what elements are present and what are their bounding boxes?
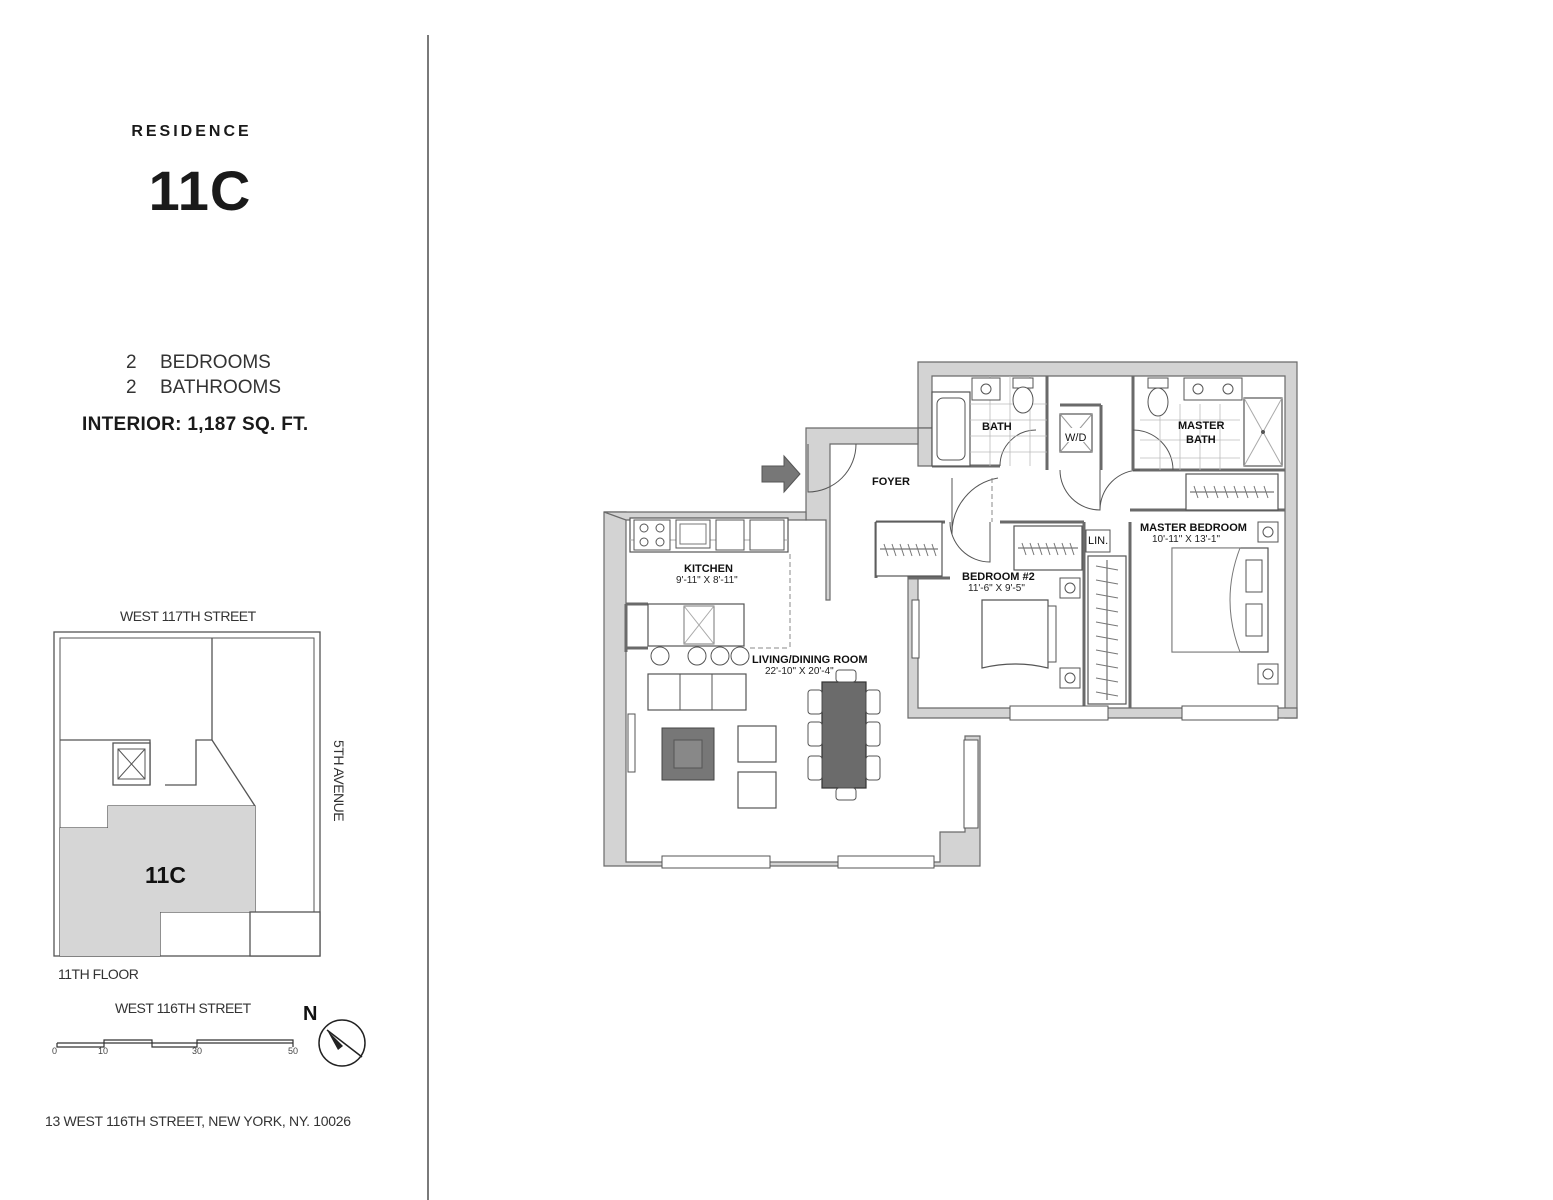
room-dim-kitchen: 9'-11" X 8'-11": [676, 575, 738, 586]
linen-closet: [1085, 529, 1111, 553]
kitchen-sink-icon: [675, 519, 711, 549]
residence-label: RESIDENCE: [131, 123, 252, 140]
window: [661, 705, 1279, 869]
north-street-label: WEST 117TH STREET: [120, 608, 256, 624]
exterior-wall: [917, 427, 933, 467]
sofa: [647, 673, 747, 711]
scale-tick-0: 0: [52, 1046, 58, 1056]
entry-door: [807, 443, 857, 493]
closet: [1185, 473, 1279, 511]
south-street-label: WEST 116TH STREET: [115, 1000, 251, 1016]
bed-bedroom2: [981, 599, 1057, 669]
armchair: [737, 725, 777, 809]
room-dim-master-bedroom: 10'-11" X 13'-1": [1152, 534, 1220, 545]
closet: [1013, 525, 1083, 571]
tv-bedroom2: [911, 599, 920, 659]
building-address: 13 WEST 116TH STREET, NEW YORK, NY. 1002…: [45, 1113, 351, 1129]
bathroom-count: 2: [126, 377, 137, 398]
dining-chairs: [807, 669, 881, 801]
room-dim-bedroom2: 11'-6" X 9'-5": [968, 583, 1025, 594]
shower-icon: [1243, 397, 1283, 467]
refrigerator: [749, 519, 785, 551]
unit-11c-fill: [60, 806, 255, 956]
elevator-icon: [112, 742, 151, 786]
tv: [627, 713, 636, 773]
bedroom-count-row: 2 BEDROOMS: [126, 352, 271, 374]
master-bath-door: [1132, 429, 1174, 471]
bathroom-count-row: 2 BATHROOMS: [126, 377, 281, 399]
floor-label: 11TH FLOOR: [58, 966, 139, 982]
double-sink-icon: [1183, 377, 1243, 401]
room-label-foyer: FOYER: [872, 476, 910, 488]
bedroom-label: BEDROOMS: [160, 352, 271, 373]
closet: [1087, 555, 1127, 705]
room-label-master-bedroom: MASTER BEDROOM: [1140, 522, 1247, 534]
bed-master: [1171, 547, 1269, 653]
room-label-living: LIVING/DINING ROOM: [752, 654, 868, 666]
room-label-bath: BATH: [982, 421, 1012, 433]
bath-door: [999, 429, 1037, 467]
room-label-kitchen: KITCHEN: [684, 563, 733, 575]
key-plan-terrace: [249, 911, 321, 957]
panel-divider: [427, 35, 429, 1200]
toilet-icon: [1012, 377, 1034, 414]
master-bedroom-door: [1099, 469, 1141, 511]
dining-table: [821, 681, 867, 789]
exterior-wall: [805, 427, 919, 601]
nightstand: [1257, 521, 1279, 685]
nightstand: [1059, 577, 1081, 689]
scale-tick-10: 10: [98, 1046, 109, 1056]
scale-bar: [56, 1039, 294, 1048]
cooktop-icon: [633, 519, 671, 551]
key-plan-unit-label: 11C: [145, 862, 186, 888]
closet: [875, 521, 943, 577]
north-arrow-icon: [318, 1019, 366, 1067]
room-label-master-bath-2: BATH: [1186, 434, 1216, 446]
coffee-table-rug: [661, 727, 715, 781]
laundry-door: [1059, 469, 1101, 511]
toilet-icon: [1147, 377, 1169, 417]
closet-door: [949, 521, 991, 563]
scale-tick-30: 30: [192, 1046, 203, 1056]
key-plan-internal-wall: [165, 638, 213, 786]
dishwasher: [715, 519, 745, 551]
interior-area: INTERIOR: 1,187 SQ. FT.: [82, 414, 309, 435]
scale-tick-50: 50: [288, 1046, 299, 1056]
key-plan-internal-wall: [211, 739, 256, 807]
unit-number: 11C: [148, 159, 252, 222]
key-plan: [53, 631, 366, 1067]
north-label: N: [303, 1003, 318, 1025]
room-label-master-bath-1: MASTER: [1178, 420, 1225, 432]
bathroom-label: BATHROOMS: [160, 377, 282, 398]
room-label-bedroom2: BEDROOM #2: [962, 571, 1035, 583]
bar-stools: [650, 646, 750, 666]
kitchen-island: [647, 603, 745, 647]
sink-icon: [971, 377, 1001, 401]
room-label-wd: W/D: [1065, 432, 1087, 444]
entrance-arrow-icon: [761, 454, 801, 494]
bathtub-icon: [931, 391, 971, 467]
room-dim-living: 22'-10" X 20'-4": [765, 666, 834, 677]
washer-dryer-icon: [1059, 413, 1093, 453]
bedroom-count: 2: [126, 352, 137, 373]
bedroom2-door: [951, 477, 999, 535]
key-plan-inner-outline: [59, 637, 315, 957]
room-label-linen: LIN.: [1088, 535, 1109, 547]
